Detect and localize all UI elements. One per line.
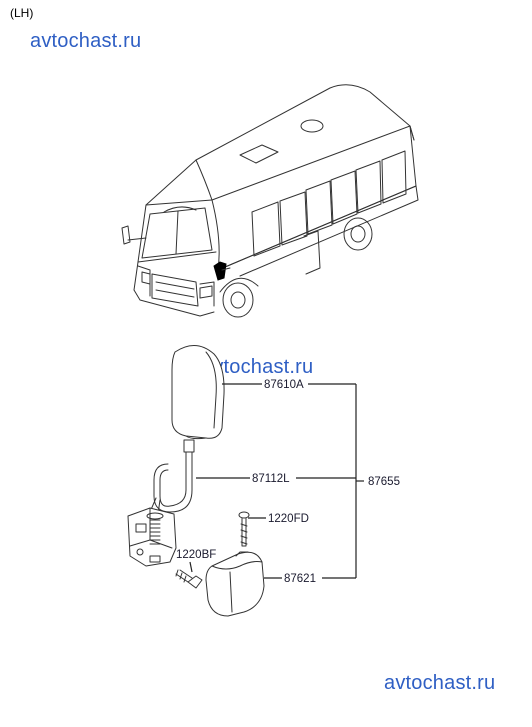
bus-illustration <box>121 84 419 318</box>
cover-illustration <box>205 551 265 617</box>
mirror-head-illustration <box>171 345 225 440</box>
part-label-87655: 87655 <box>368 476 400 488</box>
bolt-illustration <box>175 569 203 589</box>
mirror-bracket-illustration <box>127 507 177 567</box>
leader-lines <box>189 383 364 579</box>
part-label-87610a: 87610A <box>264 379 304 391</box>
side-label: (LH) <box>10 6 34 20</box>
screw-illustration <box>238 511 250 547</box>
part-label-1220fd: 1220FD <box>268 513 309 525</box>
watermark-top: avtochast.ru <box>30 30 142 52</box>
part-label-1220bf: 1220BF <box>176 549 216 561</box>
watermark-bottom: avtochast.ru <box>384 672 496 694</box>
part-label-87621: 87621 <box>284 573 316 585</box>
part-label-87112l: 87112L <box>252 473 290 485</box>
mirror-arm-illustration <box>149 439 195 515</box>
watermark-middle: avtochast.ru <box>202 356 314 378</box>
